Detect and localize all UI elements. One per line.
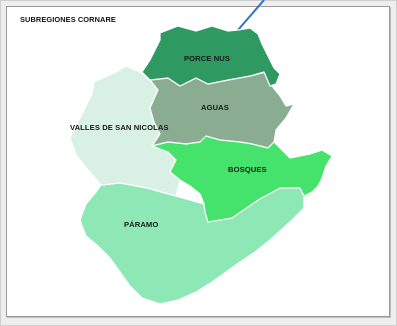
label-bosques: BOSQUES: [228, 165, 267, 174]
region-porce-nus[interactable]: [141, 25, 281, 87]
region-paramo[interactable]: [79, 182, 305, 305]
map-title: SUBREGIONES CORNARE: [20, 15, 116, 24]
label-porce-nus: PORCE NUS: [184, 54, 230, 63]
region-bosques[interactable]: [151, 135, 333, 223]
label-valles-de-san-nicolas: VALLES DE SAN NICOLAS: [70, 123, 169, 132]
label-paramo: PÁRAMO: [124, 220, 158, 229]
label-aguas: AGUAS: [201, 103, 229, 112]
pointer-line: [237, 0, 265, 31]
